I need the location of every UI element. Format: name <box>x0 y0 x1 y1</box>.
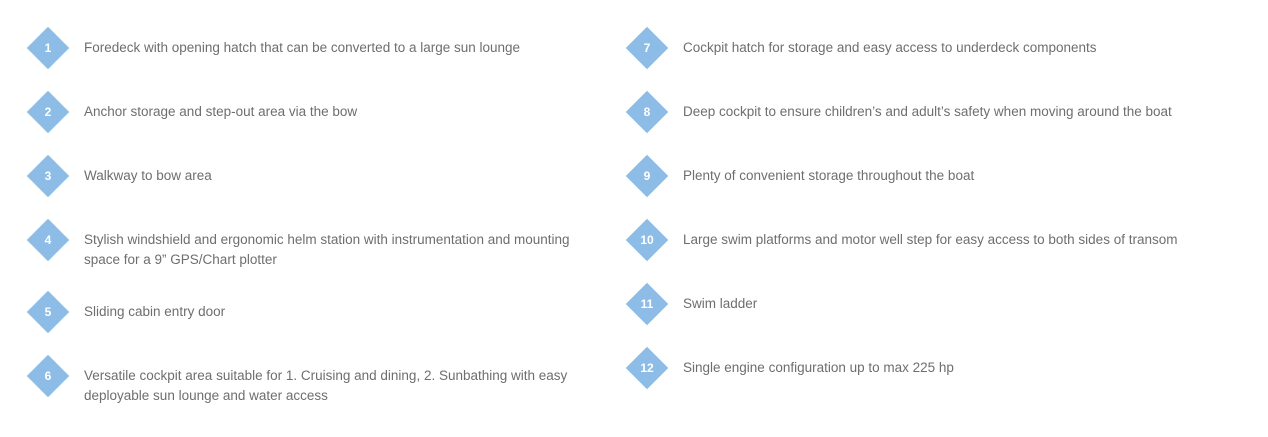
feature-description: Plenty of convenient storage throughout … <box>683 168 975 183</box>
feature-item-5: 5 Sliding cabin entry door <box>26 290 625 334</box>
feature-number: 9 <box>643 169 651 183</box>
diamond-number-badge: 10 <box>625 218 669 262</box>
feature-number: 6 <box>44 369 52 383</box>
diamond-number-badge: 1 <box>26 26 70 70</box>
feature-description: Versatile cockpit area suitable for 1. C… <box>84 368 568 403</box>
feature-number: 10 <box>640 233 654 247</box>
feature-item-8: 8 Deep cockpit to ensure children’s and … <box>625 90 1205 134</box>
diamond-number-badge: 12 <box>625 346 669 390</box>
feature-description: Swim ladder <box>683 296 758 311</box>
feature-number: 2 <box>44 105 52 119</box>
feature-description: Foredeck with opening hatch that can be … <box>84 40 521 55</box>
diamond-number-badge: 5 <box>26 290 70 334</box>
feature-item-3: 3 Walkway to bow area <box>26 154 625 198</box>
feature-item-2: 2 Anchor storage and step-out area via t… <box>26 90 625 134</box>
feature-description: Walkway to bow area <box>84 168 212 183</box>
feature-number: 3 <box>44 169 52 183</box>
feature-number: 11 <box>640 297 654 311</box>
feature-item-11: 11 Swim ladder <box>625 282 1205 326</box>
feature-column-right: 7 Cockpit hatch for storage and easy acc… <box>625 26 1205 426</box>
diamond-number-badge: 7 <box>625 26 669 70</box>
diamond-number-badge: 11 <box>625 282 669 326</box>
feature-description: Cockpit hatch for storage and easy acces… <box>683 40 1097 55</box>
diamond-number-badge: 3 <box>26 154 70 198</box>
feature-number: 1 <box>44 41 52 55</box>
feature-list: 1 Foredeck with opening hatch that can b… <box>26 26 1246 426</box>
feature-item-10: 10 Large swim platforms and motor well s… <box>625 218 1205 262</box>
feature-number: 12 <box>640 361 654 375</box>
feature-column-left: 1 Foredeck with opening hatch that can b… <box>26 26 625 426</box>
feature-item-6: 6 Versatile cockpit area suitable for 1.… <box>26 354 625 406</box>
diamond-number-badge: 6 <box>26 354 70 398</box>
feature-item-9: 9 Plenty of convenient storage throughou… <box>625 154 1205 198</box>
diamond-number-badge: 8 <box>625 90 669 134</box>
feature-item-1: 1 Foredeck with opening hatch that can b… <box>26 26 625 70</box>
feature-description: Anchor storage and step-out area via the… <box>84 104 358 119</box>
feature-description: Large swim platforms and motor well step… <box>683 232 1178 247</box>
diamond-number-badge: 2 <box>26 90 70 134</box>
feature-item-4: 4 Stylish windshield and ergonomic helm … <box>26 218 625 270</box>
feature-description: Sliding cabin entry door <box>84 304 226 319</box>
feature-number: 7 <box>643 41 651 55</box>
diamond-number-badge: 9 <box>625 154 669 198</box>
feature-item-7: 7 Cockpit hatch for storage and easy acc… <box>625 26 1205 70</box>
feature-item-12: 12 Single engine configuration up to max… <box>625 346 1205 390</box>
feature-description: Deep cockpit to ensure children’s and ad… <box>683 104 1172 119</box>
feature-number: 4 <box>44 233 52 247</box>
feature-description: Single engine configuration up to max 22… <box>683 360 954 375</box>
diamond-number-badge: 4 <box>26 218 70 262</box>
feature-number: 5 <box>44 305 52 319</box>
feature-description: Stylish windshield and ergonomic helm st… <box>84 232 570 267</box>
feature-number: 8 <box>643 105 651 119</box>
